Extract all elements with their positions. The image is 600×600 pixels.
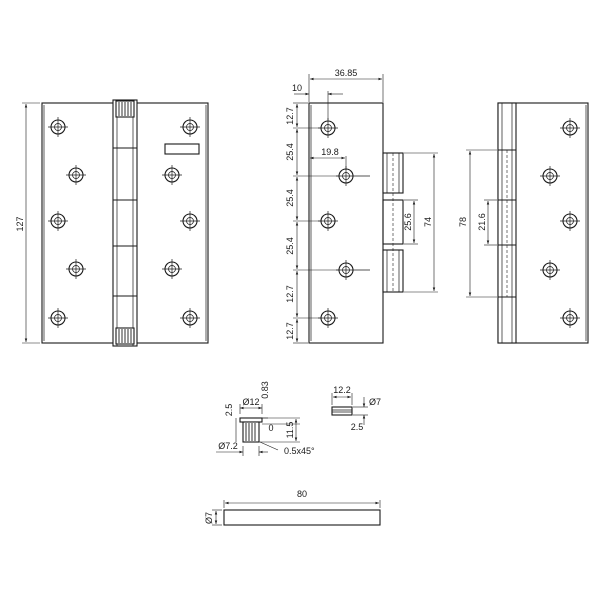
front-hole xyxy=(48,308,68,328)
front-hole xyxy=(162,165,182,185)
pitch-label-5: 12.7 xyxy=(285,285,295,303)
side-leaf-outline xyxy=(308,102,384,344)
bush-detail: 12.2 Ø7 2.5 xyxy=(331,385,381,432)
front-knuckle-column xyxy=(112,99,138,347)
bush-length-label: 12.2 xyxy=(333,385,351,395)
side-view: 36.85 10 19.8 12.7 25.4 25.4 25.4 12.7 1… xyxy=(285,68,438,344)
stamp-mark xyxy=(164,143,200,155)
rear-view: 78 21.6 xyxy=(458,102,589,344)
side-hole xyxy=(336,260,370,280)
top-pin-knurl xyxy=(115,100,135,118)
pitch-label-1: 12.7 xyxy=(285,107,295,125)
front-view: 127 xyxy=(15,99,209,347)
pin-length-label: 80 xyxy=(297,489,307,499)
washer-chamfer-label: 0.5x45° xyxy=(284,446,315,456)
rear-hole xyxy=(560,308,580,328)
pitch-label-3: 25.4 xyxy=(285,189,295,207)
side-edge-offset-label: 10 xyxy=(292,83,302,93)
washer-dia-label: Ø12 xyxy=(242,397,259,407)
front-hole xyxy=(66,165,86,185)
rear-hole xyxy=(540,166,560,186)
rear-total-label: 78 xyxy=(458,217,468,227)
pin-dia-label: Ø7 xyxy=(204,512,214,524)
front-hole xyxy=(162,259,182,279)
pin-detail: 80 Ø7 xyxy=(204,489,381,526)
washer-thickness-label: 0.83 xyxy=(260,381,270,399)
front-hole xyxy=(180,308,200,328)
bush-wall-label: 2.5 xyxy=(351,422,364,432)
front-hole xyxy=(180,117,200,137)
washer-zero-label: 0 xyxy=(268,423,273,433)
side-hole xyxy=(336,166,370,186)
pitch-label-2: 25.4 xyxy=(285,143,295,161)
rear-inner-label: 21.6 xyxy=(477,213,487,231)
side-width-label: 36.85 xyxy=(335,68,358,78)
front-hole xyxy=(66,259,86,279)
washer-inner-dia-label: Ø7.2 xyxy=(218,441,238,451)
rear-hole xyxy=(540,260,560,280)
front-hole xyxy=(48,117,68,137)
washer-step-label: 2.5 xyxy=(224,404,234,417)
rear-hole xyxy=(560,211,580,231)
front-height-label: 127 xyxy=(15,216,25,231)
side-knuckle-middle xyxy=(382,199,404,245)
front-hole xyxy=(180,211,200,231)
bush-dia-label: Ø7 xyxy=(369,397,381,407)
front-hole xyxy=(48,211,68,231)
pitch-label-6: 12.7 xyxy=(285,322,295,340)
washer-detail: Ø12 2.5 0.83 0 11.5 Ø7.2 0.5x45° xyxy=(216,381,315,456)
knuckle-inner-label: 25.6 xyxy=(403,213,413,231)
side-hole-offset-label: 19.8 xyxy=(321,147,339,157)
pitch-label-4: 25.4 xyxy=(285,237,295,255)
bottom-pin-knurl xyxy=(115,327,135,345)
rear-hole xyxy=(560,118,580,138)
knuckle-outer-label: 74 xyxy=(423,217,433,227)
washer-height-label: 11.5 xyxy=(285,422,295,439)
